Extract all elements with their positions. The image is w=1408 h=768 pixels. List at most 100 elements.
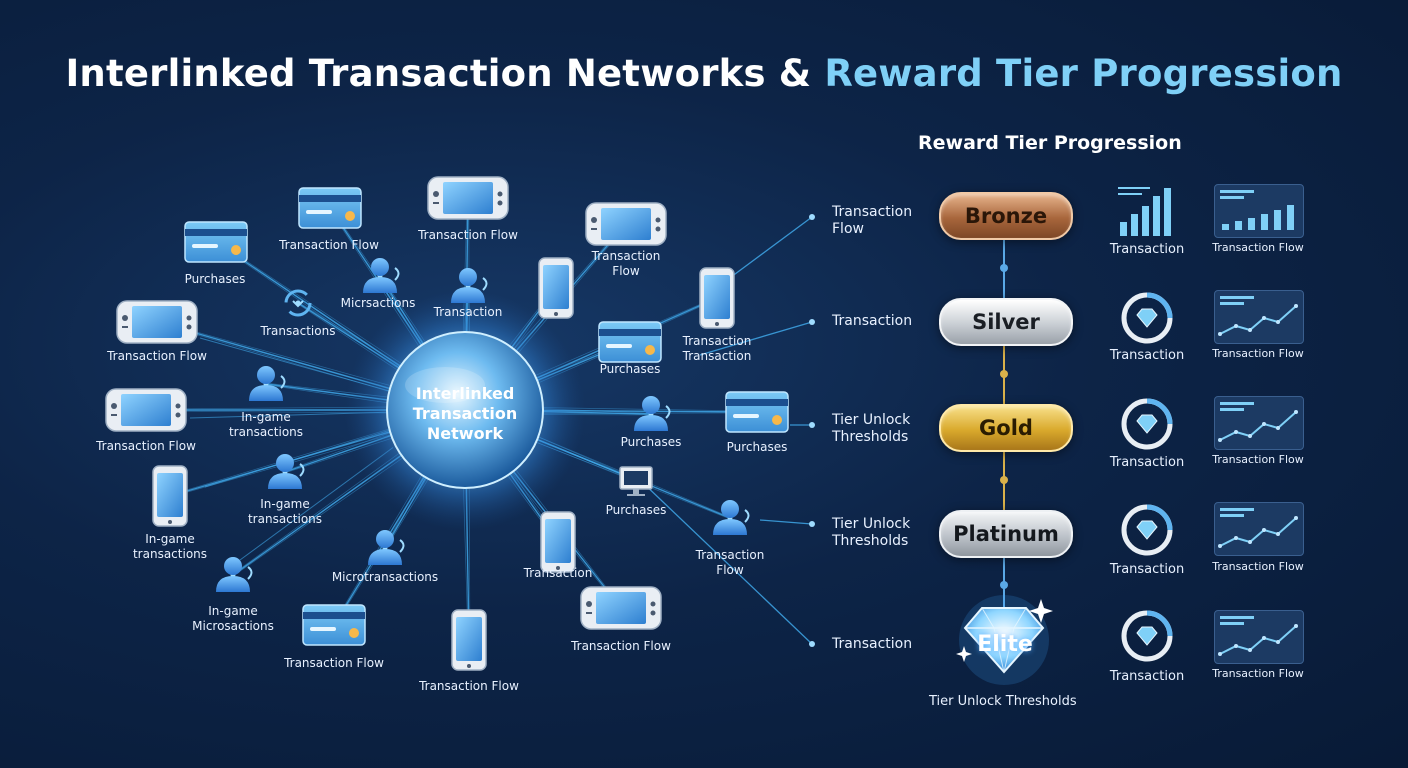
user-icon — [713, 500, 750, 535]
smartphone-icon — [538, 257, 574, 319]
tier-link-node — [809, 641, 815, 647]
user-icon — [368, 530, 405, 565]
node-label: Purchases — [726, 440, 788, 454]
diamond-ring-icon — [1121, 610, 1173, 662]
tier-silver-badge: Silver — [939, 298, 1073, 346]
node-label: Transactions — [260, 324, 336, 338]
sync-icon — [284, 289, 312, 317]
tier-link-node — [809, 319, 815, 325]
node-label: Micrsactions — [340, 296, 416, 310]
game-console-icon — [105, 388, 187, 432]
tier-icons — [1118, 187, 1173, 662]
user-icon — [634, 396, 671, 431]
game-console-icon — [580, 586, 662, 630]
node-label: Transaction Flow — [107, 349, 207, 363]
tier-icon-label: Transaction — [1109, 562, 1185, 577]
tier-link-line — [639, 479, 813, 645]
hub-label: Interlinked Transaction Network — [412, 384, 518, 443]
node-label: Transaction Flow — [695, 548, 765, 577]
tier-flow-panel — [1214, 184, 1304, 238]
tier-panel-label: Transaction Flow — [1212, 347, 1304, 360]
node-label: Purchases — [184, 272, 246, 286]
credit-card-icon — [302, 604, 366, 646]
user-icon — [268, 454, 305, 489]
credit-card-icon — [298, 187, 362, 229]
elite-diamond-icon — [956, 595, 1053, 685]
tier-flow-panel — [1214, 396, 1304, 450]
game-console-icon — [116, 300, 198, 344]
node-label: Purchases — [605, 503, 667, 517]
elite-caption: Tier Unlock Thresholds — [929, 694, 1077, 709]
node-label: Microtransactions — [331, 570, 439, 584]
tier-panel-label: Transaction Flow — [1212, 560, 1304, 573]
tier-icon-label: Transaction — [1109, 242, 1185, 257]
credit-card-icon — [184, 221, 248, 263]
game-console-icon — [585, 202, 667, 246]
node-label: In-game Microsactions — [192, 604, 274, 633]
node-label: Transaction Flow — [571, 639, 671, 653]
tier-platinum-badge: Platinum — [939, 510, 1073, 558]
smartphone-icon — [152, 465, 188, 527]
tier-link-label: Transaction Flow — [832, 204, 913, 237]
credit-card-icon — [725, 391, 789, 433]
node-label: Transaction — [433, 305, 503, 319]
tier-link-node — [809, 521, 815, 527]
node-label: Transaction — [523, 566, 593, 580]
node-label: Transaction Flow — [96, 439, 196, 453]
monitor-icon — [619, 466, 653, 496]
tier-section-title: Reward Tier Progression — [918, 132, 1182, 154]
diamond-ring-icon — [1121, 398, 1173, 450]
tier-panel-label: Transaction Flow — [1212, 667, 1304, 680]
node-icons — [105, 176, 789, 671]
tier-link-label: Transaction — [832, 636, 913, 652]
user-icon — [363, 258, 400, 293]
node-label: In-game transactions — [228, 410, 304, 439]
tier-elite-badge: Elite — [977, 632, 1033, 657]
user-icon — [216, 557, 253, 592]
page-title: Interlinked Transaction Networks & Rewar… — [0, 52, 1408, 95]
tier-gold-badge: Gold — [939, 404, 1073, 452]
hub-highlight — [405, 367, 485, 403]
tier-flow-panel — [1214, 290, 1304, 344]
user-icon — [249, 366, 286, 401]
node-label: Purchases — [620, 435, 682, 449]
tier-link-label: Tier Unlock Thresholds — [832, 412, 911, 445]
smartphone-icon — [451, 609, 487, 671]
tier-link-label: Tier Unlock Thresholds — [832, 516, 911, 549]
title-highlight: Reward Tier Progression — [824, 52, 1343, 95]
tier-connector — [1000, 237, 1008, 610]
node-label: Transaction Flow — [279, 238, 379, 252]
tier-link-label: Transaction — [832, 313, 913, 329]
node-label: Transaction Flow — [418, 228, 518, 242]
node-label: Transaction Flow — [284, 656, 384, 670]
node-label: Transaction Transaction — [682, 334, 752, 363]
bar-chart-icon — [1118, 187, 1171, 236]
tier-panel-label: Transaction Flow — [1212, 241, 1304, 254]
title-main: Interlinked Transaction Networks & — [65, 52, 825, 95]
credit-card-icon — [598, 321, 662, 363]
tier-flow-panel — [1214, 502, 1304, 556]
tier-link-node — [809, 214, 815, 220]
node-label: Purchases — [599, 362, 661, 376]
diamond-ring-icon — [1121, 504, 1173, 556]
tier-link-node — [809, 422, 815, 428]
game-console-icon — [427, 176, 509, 220]
tier-flow-panel — [1214, 610, 1304, 664]
user-icon — [451, 268, 488, 303]
tier-bronze-badge: Bronze — [939, 192, 1073, 240]
tier-icon-label: Transaction — [1109, 669, 1185, 684]
node-label: In-game transactions — [132, 532, 208, 561]
hub-sphere — [386, 331, 544, 489]
tier-link-line — [699, 321, 813, 356]
node-label: Transaction Flow — [419, 679, 519, 693]
diamond-ring-icon — [1121, 292, 1173, 344]
tier-icon-label: Transaction — [1109, 455, 1185, 470]
node-label: Transaction Flow — [591, 249, 661, 278]
smartphone-icon — [540, 511, 576, 573]
tier-icon-label: Transaction — [1109, 348, 1185, 363]
tier-panel-label: Transaction Flow — [1212, 453, 1304, 466]
node-label: In-game transactions — [247, 497, 323, 526]
smartphone-icon — [699, 267, 735, 329]
